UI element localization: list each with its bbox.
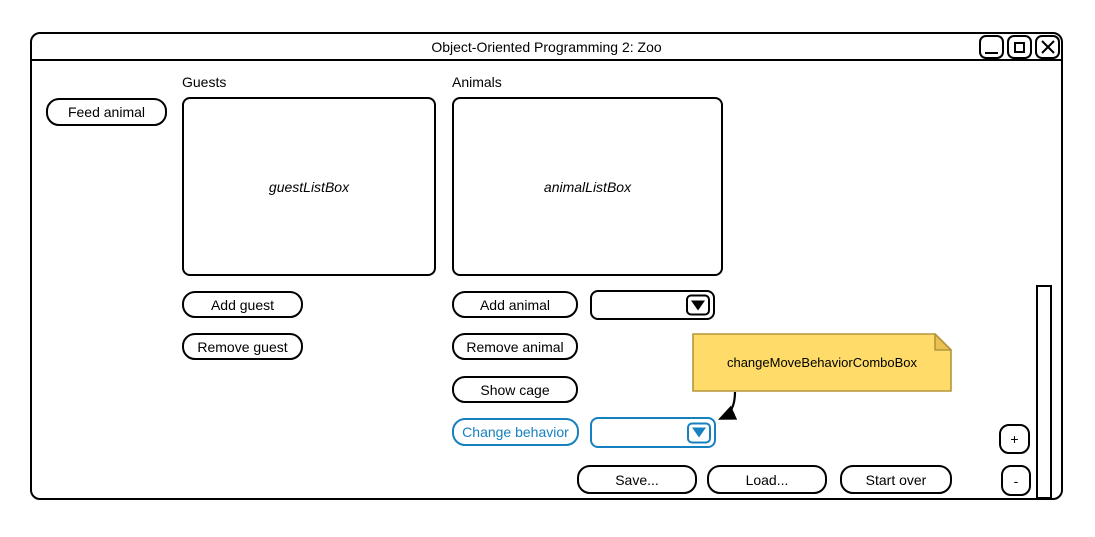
animal-listbox[interactable]: animalListBox xyxy=(452,97,723,276)
change-move-behavior-combobox[interactable] xyxy=(590,417,716,448)
maximize-icon xyxy=(1014,41,1025,53)
save-button[interactable]: Save... xyxy=(577,465,697,494)
guest-listbox[interactable]: guestListBox xyxy=(182,97,436,276)
minimize-button[interactable] xyxy=(979,35,1004,59)
window-title: Object-Oriented Programming 2: Zoo xyxy=(431,39,662,55)
change-move-behavior-combobox-arrow-button[interactable] xyxy=(687,422,711,443)
remove-animal-button[interactable]: Remove animal xyxy=(452,333,578,360)
feed-animal-button[interactable]: Feed animal xyxy=(46,98,167,126)
chevron-down-icon xyxy=(691,300,705,310)
animal-type-combobox[interactable] xyxy=(590,290,715,320)
animals-label: Animals xyxy=(452,74,502,90)
animal-type-combobox-arrow-button[interactable] xyxy=(686,294,710,316)
minimize-icon xyxy=(985,52,998,54)
start-over-button[interactable]: Start over xyxy=(840,465,952,494)
animal-listbox-placeholder: animalListBox xyxy=(543,178,632,195)
animal-type-combobox-value xyxy=(600,292,679,318)
app-window: Object-Oriented Programming 2: Zoo Feed … xyxy=(30,32,1063,500)
titlebar: Object-Oriented Programming 2: Zoo xyxy=(32,34,1061,61)
curved-arrow-icon xyxy=(717,391,738,420)
maximize-button[interactable] xyxy=(1007,35,1032,59)
zoom-out-button[interactable]: - xyxy=(1001,465,1031,496)
zoom-in-button[interactable]: + xyxy=(999,424,1030,454)
guests-label: Guests xyxy=(182,74,227,90)
vertical-scrollbar[interactable] xyxy=(1036,285,1052,499)
guest-listbox-placeholder: guestListBox xyxy=(268,178,350,195)
change-move-behavior-combobox-value xyxy=(600,419,680,446)
annotation-arrow xyxy=(712,390,752,426)
remove-guest-button[interactable]: Remove guest xyxy=(182,333,303,360)
close-icon xyxy=(1040,40,1055,54)
sticky-note-shape xyxy=(692,333,952,392)
load-button[interactable]: Load... xyxy=(707,465,827,494)
add-animal-button[interactable]: Add animal xyxy=(452,291,578,318)
add-guest-button[interactable]: Add guest xyxy=(182,291,303,318)
window-controls xyxy=(979,35,1060,59)
close-button[interactable] xyxy=(1035,35,1060,59)
annotation-note: changeMoveBehaviorComboBox xyxy=(692,333,952,392)
chevron-down-icon xyxy=(692,427,706,438)
annotation-note-text: changeMoveBehaviorComboBox xyxy=(726,355,918,370)
show-cage-button[interactable]: Show cage xyxy=(452,376,578,403)
change-behavior-button[interactable]: Change behavior xyxy=(452,418,579,446)
